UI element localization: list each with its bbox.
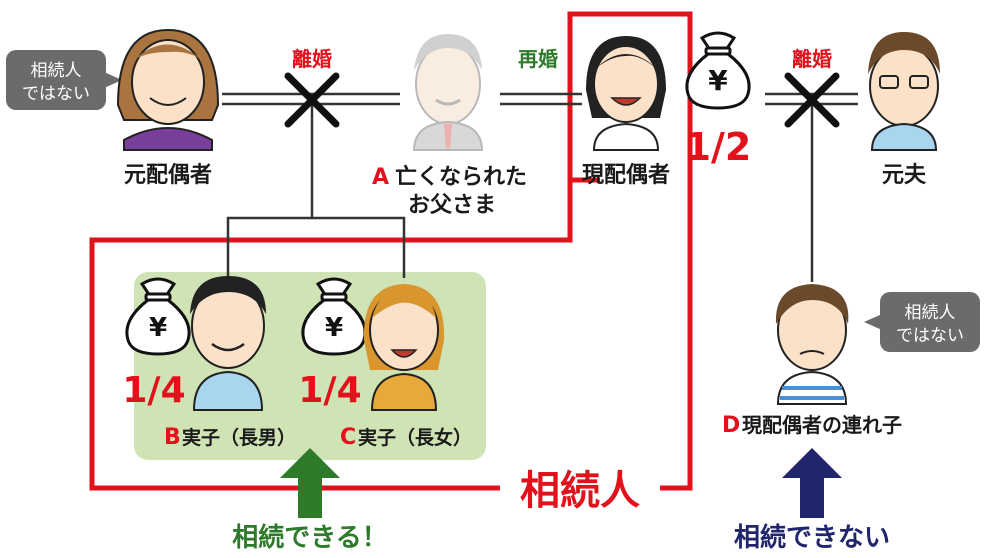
- up-arrow-navy-icon: [782, 448, 842, 518]
- divorce-label-2: 離婚: [792, 47, 832, 71]
- cannot-inherit-label: 相続できない: [734, 522, 890, 553]
- remarriage-label: 再婚: [518, 47, 558, 71]
- spouse-share: 1/2: [685, 125, 752, 169]
- up-arrow-green-icon: [280, 448, 340, 518]
- stepchild-label: 現配偶者の連れ子: [742, 413, 902, 437]
- deceased-letter: A: [372, 165, 389, 190]
- not-heir-bubble-right: 相続人 ではない: [864, 292, 980, 352]
- heirs-label: 相続人: [520, 468, 640, 514]
- stepchild-letter: D: [722, 413, 740, 438]
- child-c-label: 実子（長女）: [358, 426, 472, 449]
- money-bag-icon: ¥: [125, 277, 191, 356]
- child-b-label: 実子（長男）: [182, 426, 296, 449]
- svg-text:¥: ¥: [708, 64, 728, 97]
- svg-text:相続人: 相続人: [31, 61, 82, 81]
- child-c-letter: C: [340, 425, 356, 450]
- family-tree-lines: [226, 104, 814, 282]
- person-icon: [586, 36, 666, 151]
- former-husband-label: 元夫: [882, 163, 927, 188]
- money-bag-icon: ¥: [685, 31, 751, 110]
- svg-text:¥: ¥: [149, 313, 167, 343]
- money-bag-icon: ¥: [301, 277, 367, 356]
- deceased-label-line1: 亡くなられた: [395, 164, 527, 190]
- person-icon: [116, 28, 220, 151]
- svg-text:ではない: ではない: [22, 84, 90, 104]
- person-icon: [412, 34, 484, 151]
- person-icon: [775, 284, 849, 405]
- deceased-label-line2: お父さま: [408, 193, 496, 218]
- cross-mark-icon: [284, 72, 340, 128]
- share-c: 1/4: [298, 370, 361, 411]
- share-b: 1/4: [122, 370, 185, 411]
- person-icon: [190, 276, 266, 411]
- child-b-letter: B: [164, 425, 181, 450]
- svg-text:¥: ¥: [325, 313, 343, 343]
- divorce-label-1: 離婚: [292, 47, 332, 71]
- cross-mark-icon: [784, 72, 840, 128]
- svg-text:ではない: ではない: [896, 326, 964, 346]
- can-inherit-label: 相続できる！: [232, 522, 387, 553]
- person-icon: [868, 32, 940, 151]
- current-spouse-label: 現配偶者: [582, 163, 670, 188]
- person-icon: [363, 284, 445, 411]
- not-heir-bubble-left: 相続人 ではない: [6, 50, 122, 110]
- svg-text:相続人: 相続人: [905, 303, 956, 323]
- heirs-outline: [89, 11, 693, 491]
- former-spouse-label: 元配偶者: [124, 163, 212, 188]
